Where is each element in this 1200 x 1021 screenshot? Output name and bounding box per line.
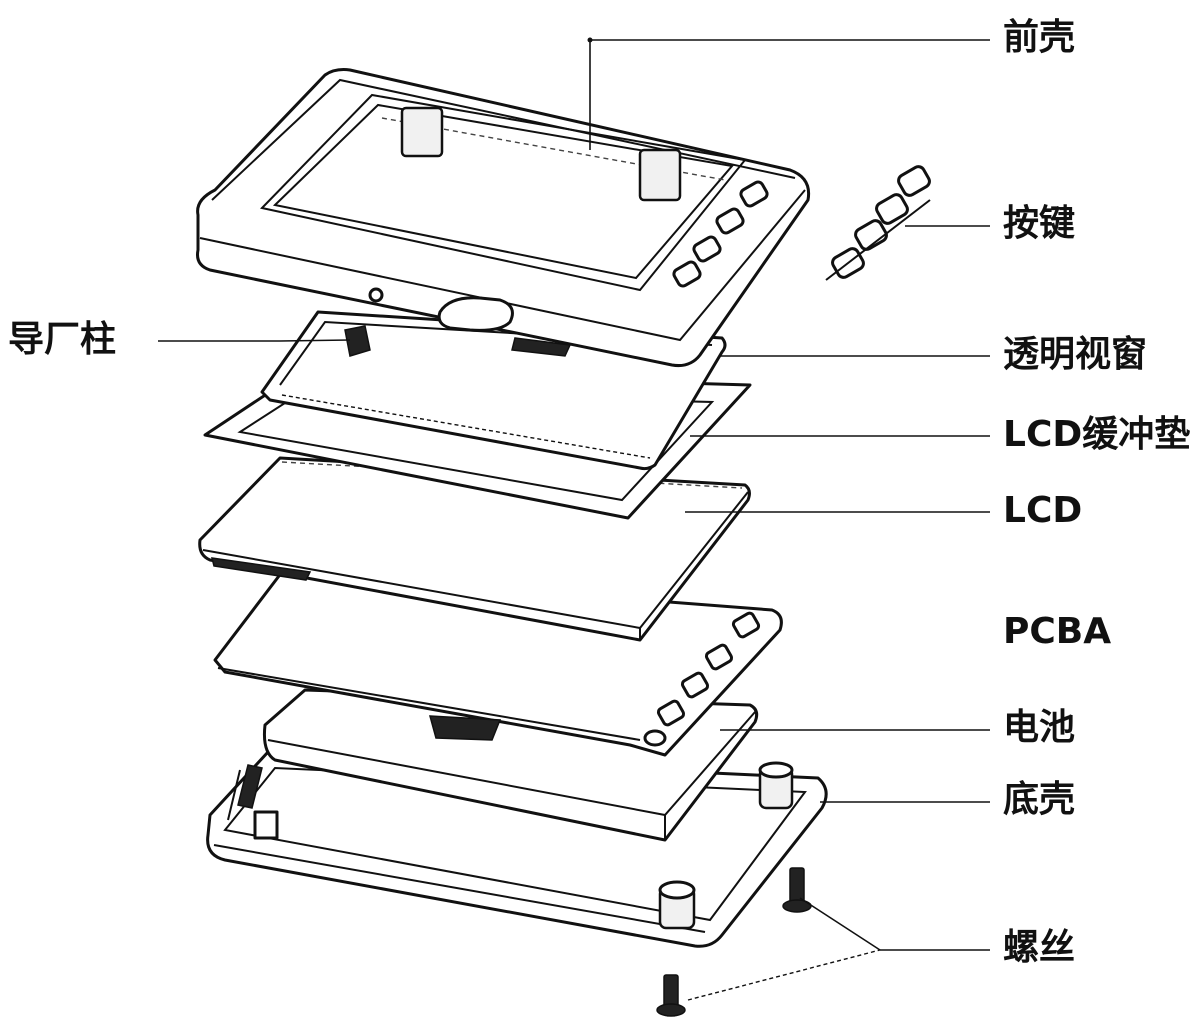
front-shell-part (196, 68, 811, 367)
screw-upper (782, 867, 812, 913)
pcba-switches (643, 611, 761, 747)
front-shell-tab-left (400, 106, 444, 158)
label-lcd: LCD (1003, 490, 1083, 531)
guide-post-marker (344, 325, 371, 357)
label-bottom-shell: 底壳 (1003, 779, 1076, 820)
pcba-connector (429, 715, 502, 741)
bottom-shell-clips (237, 764, 263, 809)
lcd-flex-cable (211, 557, 312, 581)
screw-lower (656, 974, 686, 1017)
front-shell-port (437, 296, 514, 332)
label-transparent-window: 透明视窗 (1003, 334, 1148, 375)
front-shell-screw-hole (368, 287, 384, 303)
front-shell-clip (511, 337, 572, 357)
label-pcba: PCBA (1003, 611, 1112, 652)
label-buttons: 按键 (1003, 203, 1076, 244)
leader-lines (158, 37, 990, 1001)
bottom-shell-post (253, 810, 279, 840)
front-shell-button-holes (672, 180, 769, 288)
label-lcd-cushion: LCD缓冲垫 (1003, 414, 1191, 455)
screws-part (656, 867, 812, 1017)
label-battery: 电池 (1003, 707, 1076, 748)
label-front-shell: 前壳 (1003, 17, 1076, 58)
label-guide-post: 导厂柱 (8, 319, 117, 360)
label-screws: 螺丝 (1003, 927, 1076, 968)
front-shell-tab-right (638, 148, 682, 202)
buttons-part (825, 165, 931, 281)
